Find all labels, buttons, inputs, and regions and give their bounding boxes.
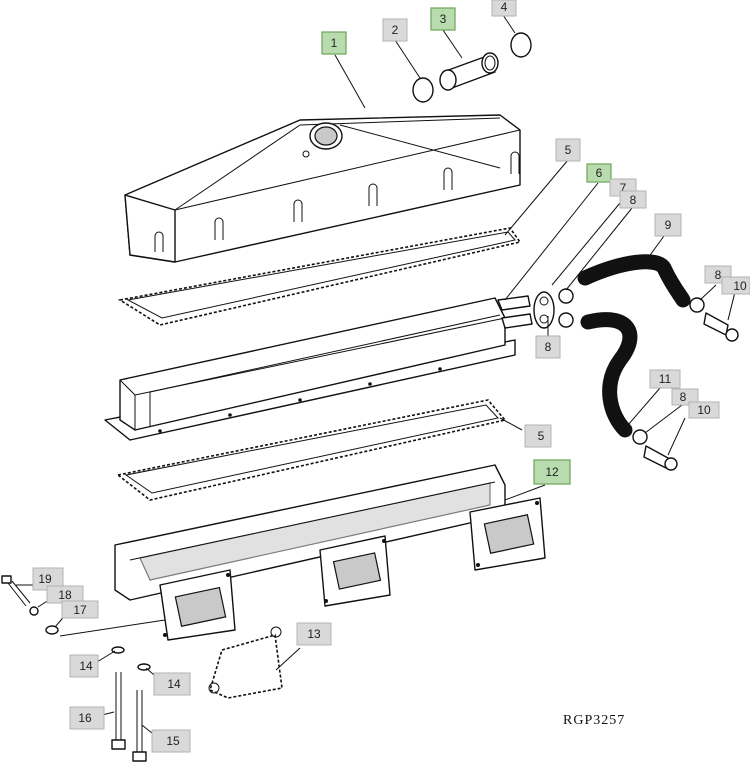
- callout-3: 3: [430, 7, 456, 31]
- callout-8: 8: [671, 388, 699, 406]
- svg-text:8: 8: [680, 390, 687, 404]
- part-10-fitting-lower[interactable]: [632, 429, 678, 471]
- part-18-lockwasher[interactable]: [29, 606, 39, 616]
- svg-text:14: 14: [79, 659, 93, 673]
- callout-17: 17: [61, 600, 99, 619]
- part-1-cover[interactable]: [124, 114, 521, 263]
- part-10-fitting-upper[interactable]: [689, 297, 739, 342]
- callout-13: 13: [296, 622, 332, 646]
- part-7-flange-gasket[interactable]: [533, 291, 555, 329]
- svg-text:3: 3: [440, 12, 447, 26]
- callout-16: 16: [69, 706, 105, 730]
- part-6-cooler-core[interactable]: [104, 295, 533, 441]
- part-16-bolt[interactable]: [111, 672, 126, 750]
- part-13-gasket[interactable]: [208, 626, 283, 699]
- svg-text:17: 17: [73, 603, 87, 617]
- svg-text:15: 15: [166, 734, 180, 748]
- callout-5: 5: [555, 138, 581, 162]
- svg-text:18: 18: [58, 588, 72, 602]
- part-14-washer[interactable]: [137, 663, 151, 671]
- callout-4: 4: [491, 0, 517, 17]
- part-8-clamp[interactable]: [558, 288, 574, 304]
- svg-text:7: 7: [620, 181, 627, 195]
- part-11-lower-hose[interactable]: [580, 312, 638, 438]
- svg-text:8: 8: [715, 268, 722, 282]
- svg-text:5: 5: [565, 143, 572, 157]
- svg-text:4: 4: [501, 0, 508, 14]
- svg-text:1: 1: [331, 36, 338, 50]
- callout-12: 12: [533, 459, 571, 485]
- figure-reference-code: RGP3257: [563, 713, 625, 728]
- part-12-intake-manifold[interactable]: [114, 464, 546, 641]
- part-4-seal-ring[interactable]: [510, 32, 532, 58]
- callout-10: 10: [688, 401, 720, 419]
- svg-text:5: 5: [538, 429, 545, 443]
- callout-14: 14: [69, 654, 99, 678]
- svg-text:12: 12: [545, 465, 559, 479]
- callout-11: 11: [649, 369, 681, 389]
- svg-text:10: 10: [733, 279, 747, 293]
- svg-text:8: 8: [630, 193, 637, 207]
- callout-8: 8: [619, 190, 647, 209]
- callout-5: 5: [524, 424, 552, 448]
- svg-text:10: 10: [697, 403, 711, 417]
- part-19-bolt[interactable]: [1, 575, 31, 607]
- part-5-upper-gasket[interactable]: [117, 227, 522, 326]
- svg-text:11: 11: [659, 372, 672, 386]
- part-15-bolt[interactable]: [132, 690, 147, 762]
- svg-text:13: 13: [307, 627, 321, 641]
- svg-text:8: 8: [545, 340, 552, 354]
- callout-2: 2: [382, 18, 408, 42]
- part-9-upper-hose[interactable]: [577, 254, 691, 308]
- part-17-washer[interactable]: [45, 625, 59, 635]
- callout-14: 14: [153, 672, 191, 696]
- part-2-seal-ring[interactable]: [412, 77, 434, 103]
- svg-text:14: 14: [167, 677, 181, 691]
- part-3-fitting[interactable]: [439, 52, 499, 91]
- leader-lines: [16, 14, 736, 739]
- svg-text:9: 9: [665, 218, 672, 232]
- callout-9: 9: [654, 213, 682, 237]
- part-5-lower-gasket[interactable]: [116, 399, 507, 501]
- svg-text:16: 16: [78, 711, 92, 725]
- part-8-clamp[interactable]: [558, 312, 574, 328]
- svg-text:2: 2: [392, 23, 399, 37]
- svg-text:19: 19: [38, 572, 52, 586]
- callout-6: 6: [586, 163, 612, 183]
- callout-18: 18: [46, 585, 84, 604]
- callout-8: 8: [535, 335, 561, 359]
- callout-1: 1: [321, 31, 347, 55]
- svg-text:6: 6: [596, 166, 603, 180]
- callout-10: 10: [721, 276, 750, 295]
- callout-15: 15: [151, 729, 191, 753]
